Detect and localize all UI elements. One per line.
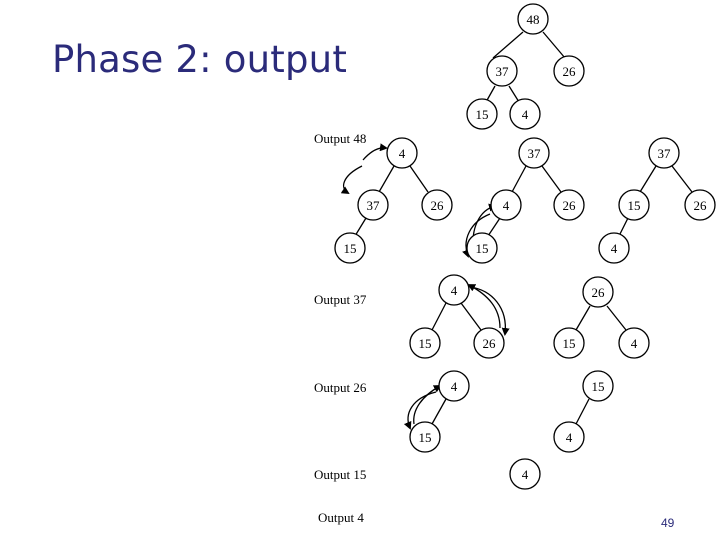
svg-text:15: 15 (563, 336, 576, 351)
heap-node: 15 (466, 98, 498, 130)
slide-title: Phase 2: output (52, 38, 348, 81)
heap-node: 26 (582, 276, 614, 308)
svg-text:4: 4 (611, 241, 618, 256)
svg-text:37: 37 (528, 146, 542, 161)
edge (460, 302, 482, 331)
heap-node: 26 (421, 189, 453, 221)
heap-node: 26 (553, 189, 585, 221)
svg-text:4: 4 (566, 430, 573, 445)
edge (541, 165, 562, 193)
svg-text:15: 15 (628, 198, 641, 213)
swap-arrow (362, 143, 388, 161)
heap-node: 4 (438, 274, 470, 306)
edge (492, 31, 524, 59)
heap-node: 4 (386, 137, 418, 169)
svg-text:37: 37 (367, 198, 381, 213)
edge (378, 165, 395, 193)
edge (431, 302, 447, 331)
heap-node: 15 (409, 327, 441, 359)
svg-text:4: 4 (631, 336, 638, 351)
svg-text:4: 4 (522, 107, 529, 122)
svg-text:37: 37 (496, 64, 510, 79)
heap-node: 15 (553, 327, 585, 359)
edge (575, 305, 591, 331)
heap-node: 37 (518, 137, 550, 169)
swap-arrows (340, 143, 510, 430)
edge (508, 85, 520, 103)
svg-text:15: 15 (592, 379, 605, 394)
edge (639, 165, 657, 193)
heap-node: 37 (357, 189, 389, 221)
svg-text:15: 15 (419, 430, 432, 445)
heap-node: 15 (466, 232, 498, 264)
swap-arrow (467, 284, 501, 329)
svg-text:26: 26 (483, 336, 497, 351)
heap-node: 15 (409, 421, 441, 453)
edge (511, 165, 527, 193)
step-label: Output 37 (314, 292, 367, 307)
edge (354, 217, 367, 237)
step-label: Output 48 (314, 131, 366, 146)
svg-text:4: 4 (503, 198, 510, 213)
heap-node: 15 (334, 232, 366, 264)
heap-node: 4 (553, 421, 585, 453)
heap-node: 26 (473, 327, 505, 359)
heap-node: 37 (486, 55, 518, 87)
step-label: Output 4 (318, 510, 364, 525)
edge (671, 165, 693, 193)
svg-text:4: 4 (399, 146, 406, 161)
step-labels: Output 48 Output 37 Output 26 Output 15 … (314, 131, 367, 525)
step-label: Output 26 (314, 380, 367, 395)
swap-arrow (340, 165, 363, 195)
edge (618, 217, 629, 237)
heap-node: 4 (618, 327, 650, 359)
edge (487, 217, 501, 237)
heap-node: 15 (618, 189, 650, 221)
svg-text:26: 26 (563, 64, 577, 79)
edge (431, 398, 447, 425)
svg-text:26: 26 (563, 198, 577, 213)
page-number: 49 (661, 516, 675, 530)
heap-node: 37 (648, 137, 680, 169)
heap-node: 4 (438, 370, 470, 402)
tree-nodes: 48 37 26 15 4 4 37 26 15 37 4 26 15 37 1… (334, 3, 716, 490)
svg-text:37: 37 (658, 146, 672, 161)
edge (542, 31, 566, 59)
svg-text:15: 15 (344, 241, 357, 256)
heap-node: 4 (490, 189, 522, 221)
heap-node: 15 (582, 370, 614, 402)
edge (485, 85, 496, 103)
edge (575, 398, 590, 425)
swap-arrow (413, 385, 442, 425)
step-label: Output 15 (314, 467, 366, 482)
svg-text:4: 4 (451, 379, 458, 394)
heap-node: 26 (553, 55, 585, 87)
svg-text:15: 15 (476, 241, 489, 256)
svg-text:15: 15 (419, 336, 432, 351)
swap-arrow (403, 391, 437, 430)
edge (409, 165, 429, 193)
heap-node: 4 (509, 98, 541, 130)
heap-node: 4 (509, 458, 541, 490)
heap-node: 26 (684, 189, 716, 221)
svg-text:26: 26 (431, 198, 445, 213)
heap-node: 48 (517, 3, 549, 35)
edge (606, 305, 627, 331)
heap-node: 4 (598, 232, 630, 264)
svg-text:48: 48 (527, 12, 540, 27)
tree-edges (354, 31, 693, 425)
svg-text:26: 26 (694, 198, 708, 213)
svg-text:4: 4 (522, 467, 529, 482)
svg-text:4: 4 (451, 283, 458, 298)
svg-text:15: 15 (476, 107, 489, 122)
svg-text:26: 26 (592, 285, 606, 300)
